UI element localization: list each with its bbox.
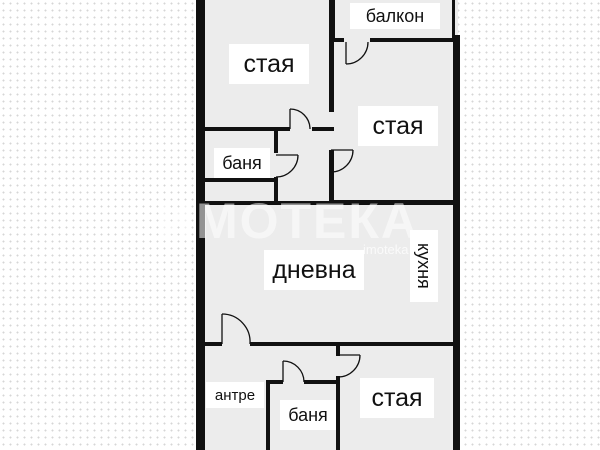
walls <box>196 0 460 450</box>
wall-bath1-top-a <box>200 127 290 131</box>
wall-bath1-top-b <box>312 127 334 131</box>
wall-balcony-bottom-b <box>370 38 456 42</box>
wall-room2-bottom <box>329 200 457 205</box>
wall-living-top <box>200 201 334 205</box>
wall-bath1-right-a <box>274 131 278 153</box>
door-balcony <box>345 41 369 65</box>
door-room2 <box>330 149 354 173</box>
doors <box>221 41 369 383</box>
door-living <box>221 313 251 345</box>
label-room-2: стая <box>358 106 438 146</box>
wall-bath1-right-b <box>274 177 278 204</box>
wall-bath1-bottom <box>200 178 278 182</box>
label-kitchen: кухня <box>410 230 438 302</box>
wall-upper-partition <box>329 0 334 112</box>
label-hallway: антре <box>206 382 264 408</box>
wall-bath2-top-b <box>304 380 340 384</box>
label-balcony: балкон <box>350 3 440 29</box>
door-bath2 <box>282 360 305 383</box>
wall-room3-left-a <box>336 346 340 356</box>
wall-bath2-top-a <box>266 380 283 384</box>
label-room-1: стая <box>229 44 309 84</box>
door-room3 <box>337 354 361 378</box>
wall-living-bottom-a <box>200 342 222 346</box>
wall-left <box>196 0 205 450</box>
wall-right <box>453 35 460 450</box>
label-bathroom-1: баня <box>214 148 270 178</box>
wall-balcony-right <box>452 0 455 40</box>
wall-balcony-bottom-a <box>332 38 344 42</box>
label-living-room: дневна <box>264 250 364 290</box>
label-room-3: стая <box>360 378 434 418</box>
wall-bath2-left <box>266 380 270 450</box>
label-bathroom-2: баня <box>280 400 336 430</box>
door-bath1 <box>275 154 299 178</box>
door-room1 <box>289 108 311 130</box>
wall-room3-left-b <box>336 376 340 450</box>
wall-living-bottom-b <box>250 342 455 346</box>
wall-upper-partition-low <box>329 150 334 205</box>
